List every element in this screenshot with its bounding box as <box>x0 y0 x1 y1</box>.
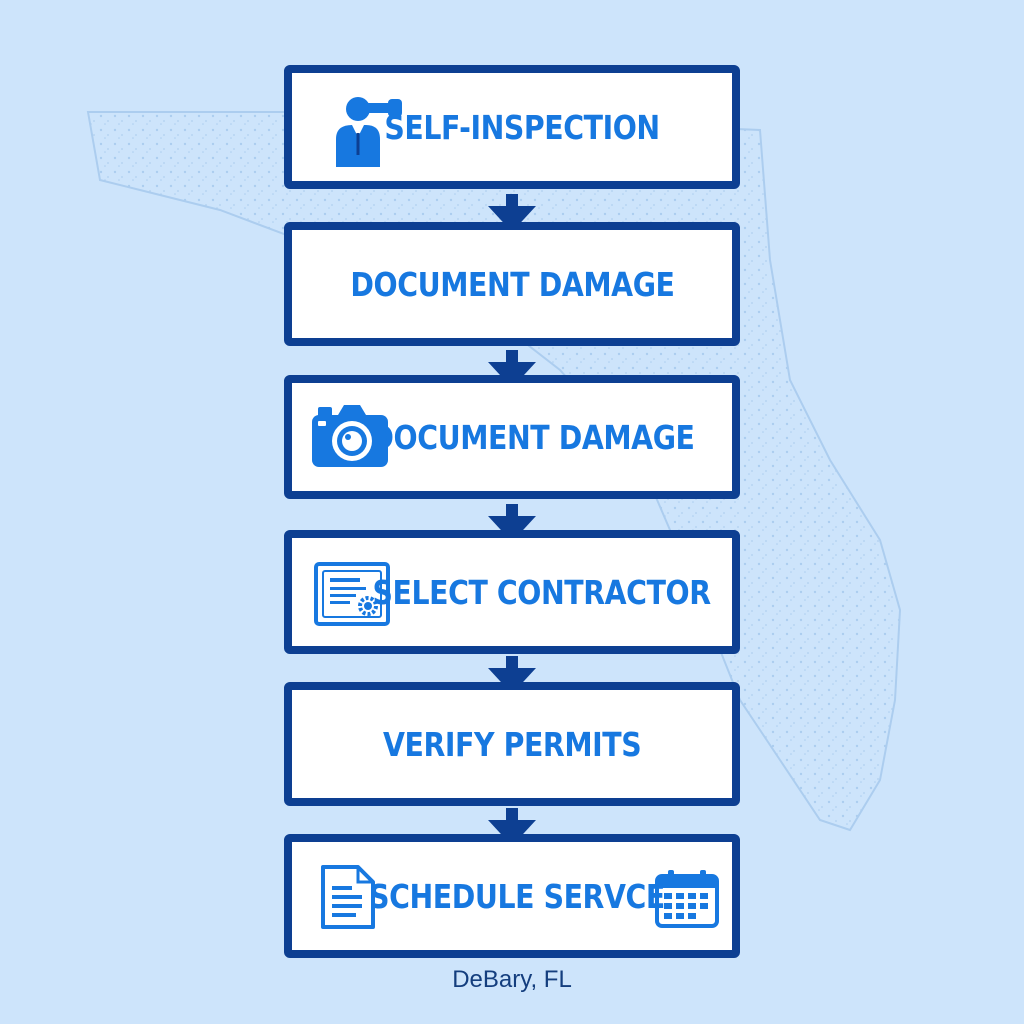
location-caption: DeBary, FL <box>452 966 572 993</box>
step-label: SCHEDULE SERVCE <box>369 876 665 916</box>
step-schedule-service: SCHEDULE SERVCE <box>284 834 740 958</box>
document-icon <box>321 865 375 929</box>
step-document-damage-2: DOCUMENT DAMAGE <box>284 375 740 499</box>
arrow-down <box>488 194 536 232</box>
step-verify-permits: VERIFY PERMITS <box>284 682 740 806</box>
calendar-icon <box>655 870 719 928</box>
step-select-contractor: SELECT CONTRACTOR <box>284 530 740 654</box>
certificate-icon <box>314 562 390 626</box>
step-label: SELF-INSPECTION <box>384 107 660 147</box>
step-document-damage-1: DOCUMENT DAMAGE <box>284 222 740 346</box>
arrow-down <box>488 808 536 846</box>
step-label: VERIFY PERMITS <box>382 724 642 764</box>
step-self-inspection: SELF-INSPECTION <box>284 65 740 189</box>
step-label: SELECT CONTRACTOR <box>372 572 712 612</box>
step-label: DOCUMENT DAMAGE <box>349 264 675 304</box>
arrow-down <box>488 504 536 542</box>
arrow-down <box>488 656 536 694</box>
camera-icon <box>312 405 388 467</box>
step-label: DOCUMENT DAMAGE <box>369 417 695 457</box>
person-binoculars-icon <box>336 97 402 167</box>
